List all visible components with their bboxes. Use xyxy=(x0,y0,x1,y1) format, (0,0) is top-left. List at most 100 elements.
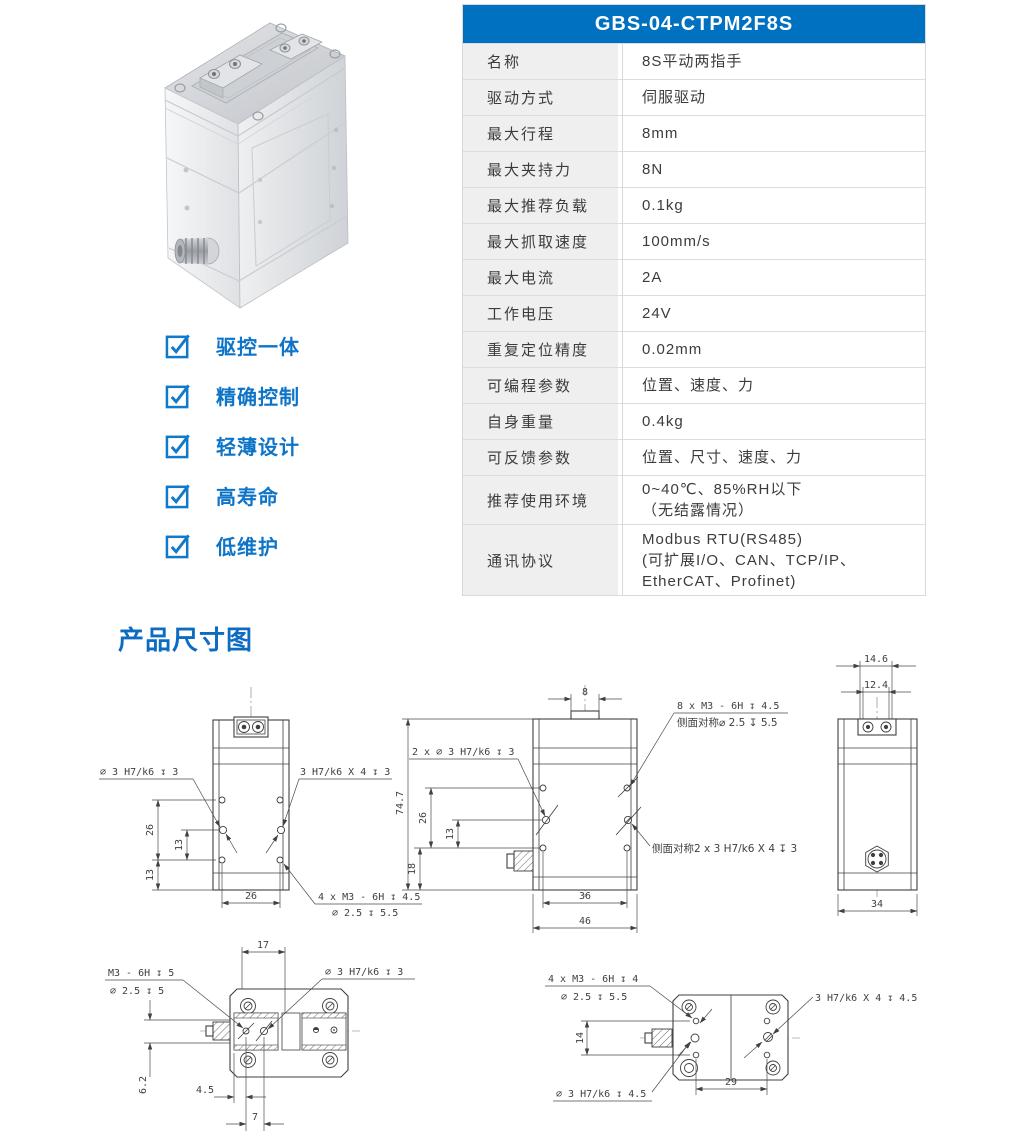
dim-label: 26 xyxy=(245,891,257,902)
connector-plug xyxy=(174,237,220,265)
spec-row: 最大抓取速度 100mm/s xyxy=(463,223,925,259)
dim-label: 4.5 xyxy=(196,1085,214,1096)
spec-row-label: 通讯协议 xyxy=(463,525,622,595)
spec-row-label: 重复定位精度 xyxy=(463,332,622,367)
dim-label: 18 xyxy=(407,863,418,875)
spec-row-label: 最大推荐负载 xyxy=(463,188,622,223)
feature-label: 轻薄设计 xyxy=(216,436,300,459)
spec-row-value: 2A xyxy=(622,260,925,295)
dim-label: 74.7 xyxy=(395,791,406,815)
spec-row-label: 推荐使用环境 xyxy=(463,476,622,524)
dim-label: 8 xyxy=(582,687,588,698)
spec-row-value: 100mm/s xyxy=(622,224,925,259)
checkbox-checked-icon xyxy=(165,533,190,558)
checkbox-checked-icon xyxy=(165,433,190,458)
drawing-rightside-view: 14.6 12.4 34 xyxy=(836,654,918,916)
corner-screws xyxy=(680,999,781,1077)
feature-item: 精确控制 xyxy=(165,381,300,409)
checkbox-checked-icon xyxy=(165,483,190,508)
connector-symbol xyxy=(865,845,889,873)
drawing-side-view: 8 74.7 26 13 18 36 46 8 x xyxy=(395,685,797,933)
dim-label: 6.2 xyxy=(138,1076,149,1094)
leader-label: 8 x M3 - 6H ↧ 4.5 xyxy=(677,701,779,712)
feature-item: 轻薄设计 xyxy=(165,431,300,459)
spec-row: 通讯协议 Modbus RTU(RS485) (可扩展I/O、CAN、TCP/I… xyxy=(463,524,925,595)
leader-label: ⌀ 2.5 ↧ 5.5 xyxy=(332,908,398,919)
leader-label: ⌀ 3 H7/k6 ↧ 3 xyxy=(100,767,178,778)
spec-row-value: 0~40℃、85%RH以下 （无结露情况） xyxy=(622,476,925,524)
gripper-top-screws xyxy=(174,23,341,121)
spec-row: 最大夹持力 8N xyxy=(463,151,925,187)
dimension-drawings: 26 13 13 26 ⌀ 3 H7/k6 ↧ 3 3 H7/k6 X 4 ↧ … xyxy=(99,654,918,1131)
spec-row: 最大行程 8mm xyxy=(463,115,925,151)
spec-row-label: 最大抓取速度 xyxy=(463,224,622,259)
spec-row: 最大电流 2A xyxy=(463,259,925,295)
spec-row: 可反馈参数 位置、尺寸、速度、力 xyxy=(463,439,925,475)
spec-row-value: 0.4kg xyxy=(622,404,925,439)
spec-row-label: 工作电压 xyxy=(463,296,622,331)
dim-label: 14 xyxy=(575,1032,586,1044)
leader-label: ⌀ 2.5 ↧ 5 xyxy=(110,986,164,997)
feature-label: 驱控一体 xyxy=(216,336,300,359)
dim-label: 13 xyxy=(145,869,156,881)
dim-label: 13 xyxy=(445,828,456,840)
dimension-section-title: 产品尺寸图 xyxy=(118,625,254,655)
dim-label: 46 xyxy=(579,916,591,927)
gripper-finger-block-back xyxy=(269,33,323,60)
dim-label: 14.6 xyxy=(864,654,888,665)
spec-row-label: 驱动方式 xyxy=(463,80,622,115)
dim-label: 7 xyxy=(252,1112,258,1123)
dim-label: 29 xyxy=(725,1077,737,1088)
spec-row: 驱动方式 伺服驱动 xyxy=(463,79,925,115)
dim-label: 34 xyxy=(871,899,883,910)
dim-label: 36 xyxy=(579,891,591,902)
leader-label: ⌀ 3 H7/k6 ↧ 3 xyxy=(325,967,403,978)
leader-label: ⌀ 3 H7/k6 ↧ 4.5 xyxy=(556,1089,646,1100)
spec-row-label: 名称 xyxy=(463,44,622,79)
spec-row-value: Modbus RTU(RS485) (可扩展I/O、CAN、TCP/IP、 Et… xyxy=(622,525,925,595)
leader-label: M3 - 6H ↧ 5 xyxy=(108,968,174,979)
feature-item: 高寿命 xyxy=(165,481,300,509)
leader-label: 3 H7/k6 X 4 ↧ 4.5 xyxy=(815,993,917,1004)
feature-label: 高寿命 xyxy=(216,486,279,509)
checkbox-checked-icon xyxy=(165,383,190,408)
feature-item: 驱控一体 xyxy=(165,331,300,359)
spec-row-label: 可反馈参数 xyxy=(463,440,622,475)
spec-row-value: 8N xyxy=(622,152,925,187)
drawing-bottom-view: 4 x M3 - 6H ↧ 4 ⌀ 2.5 ↧ 5.5 3 H7/k6 X 4 … xyxy=(545,974,917,1102)
dim-label: 17 xyxy=(257,940,269,951)
spec-row-label: 最大行程 xyxy=(463,116,622,151)
spec-row: 自身重量 0.4kg xyxy=(463,403,925,439)
leader-label: ⌀ 2.5 ↧ 5.5 xyxy=(561,992,627,1003)
spec-row-value: 0.1kg xyxy=(622,188,925,223)
leader-label: 4 x M3 - 6H ↧ 4 xyxy=(548,974,638,985)
spec-row-value: 伺服驱动 xyxy=(622,80,925,115)
gripper-finger-block-front xyxy=(199,54,263,99)
dim-label: 26 xyxy=(145,824,156,836)
spec-row-label: 最大电流 xyxy=(463,260,622,295)
feature-list: 驱控一体 精确控制 轻薄设计 高寿命 xyxy=(165,331,300,581)
drawing-top-view: M3 - 6H ↧ 5 ⌀ 2.5 ↧ 5 ⌀ 3 H7/k6 ↧ 3 17 6… xyxy=(105,940,415,1131)
dim-label: 12.4 xyxy=(864,680,888,691)
checkbox-checked-icon xyxy=(165,333,190,358)
spec-table-header: GBS-04-CTPM2F8S xyxy=(463,5,925,43)
spec-row-value: 24V xyxy=(622,296,925,331)
spec-row-value: 0.02mm xyxy=(622,332,925,367)
leader-label: 侧面对称⌀ 2.5 ↧ 5.5 xyxy=(677,716,778,729)
leader-label: 3 H7/k6 X 4 ↧ 3 xyxy=(300,767,390,778)
spec-row-value: 8mm xyxy=(622,116,925,151)
spec-row: 重复定位精度 0.02mm xyxy=(463,331,925,367)
spec-row: 可编程参数 位置、速度、力 xyxy=(463,367,925,403)
leader-label: 4 x M3 - 6H ↧ 4.5 xyxy=(318,892,420,903)
spec-row: 最大推荐负载 0.1kg xyxy=(463,187,925,223)
product-photo xyxy=(164,22,349,309)
spec-row-label: 自身重量 xyxy=(463,404,622,439)
feature-item: 低维护 xyxy=(165,531,300,559)
spec-row: 名称 8S平动两指手 xyxy=(463,43,925,79)
spec-row-value: 位置、速度、力 xyxy=(622,368,925,403)
side-hole-dots xyxy=(183,127,339,225)
spec-row-label: 最大夹持力 xyxy=(463,152,622,187)
spec-row-value: 位置、尺寸、速度、力 xyxy=(622,440,925,475)
feature-label: 低维护 xyxy=(216,536,279,559)
spec-row: 工作电压 24V xyxy=(463,295,925,331)
